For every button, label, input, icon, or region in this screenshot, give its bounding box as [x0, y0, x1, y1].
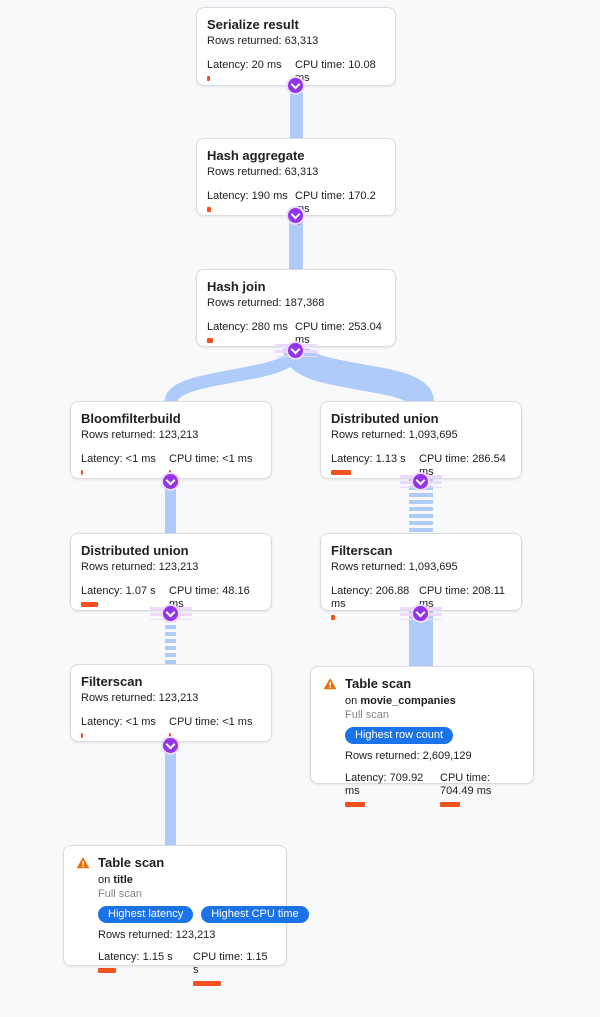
latency-metric: Latency: 1.15 s: [98, 951, 193, 986]
rows-returned: Rows returned: 187,368: [207, 297, 325, 309]
plan-node-serialize-result[interactable]: Serialize result Rows returned: 63,313 L…: [196, 7, 396, 94]
latency-metric: Latency: 190 ms: [207, 190, 295, 225]
plan-node-distributed-union-left[interactable]: Distributed union Rows returned: 123,213…: [70, 533, 272, 620]
highest-row-count-badge: Highest row count: [345, 727, 454, 744]
latency-metric: Latency: 1.13 s: [331, 453, 419, 488]
cpu-metric: CPU time: 1.15 s: [193, 951, 276, 986]
collapse-chevron-hash-join[interactable]: [288, 343, 303, 358]
cpu-metric: CPU time: 170.2 ms: [295, 190, 385, 225]
cpu-bar: [193, 981, 221, 986]
table-name: on title: [98, 874, 133, 886]
node-title: Hash aggregate: [207, 148, 305, 163]
cpu-metric: CPU time: 10.08 ms: [295, 59, 385, 94]
scan-type: Full scan: [98, 888, 143, 900]
node-title: Distributed union: [81, 543, 189, 558]
rows-returned: Rows returned: 123,213: [81, 561, 199, 573]
latency-metric: Latency: <1 ms: [81, 716, 169, 738]
plan-node-distributed-union-right[interactable]: Distributed union Rows returned: 1,093,6…: [320, 401, 522, 488]
collapse-chevron-hash-aggregate[interactable]: [288, 208, 303, 223]
cpu-metric: CPU time: <1 ms: [169, 716, 261, 738]
latency-metric: Latency: 709.92 ms: [345, 772, 440, 807]
latency-bar: [81, 470, 83, 475]
rows-returned: Rows returned: 63,313: [207, 166, 319, 178]
cpu-bar: [169, 733, 171, 738]
collapse-chevron-filterscan-right[interactable]: [413, 606, 428, 621]
latency-bar: [81, 733, 83, 738]
warning-icon: [76, 857, 90, 869]
latency-metric: Latency: 206.88 ms: [331, 585, 419, 620]
latency-bar: [98, 968, 116, 973]
collapse-chevron-distributed-union-left[interactable]: [163, 606, 178, 621]
latency-bar: [207, 207, 211, 212]
cpu-metric: CPU time: <1 ms: [169, 453, 261, 475]
rows-returned: Rows returned: 63,313: [207, 35, 319, 47]
collapse-chevron-filterscan-left[interactable]: [163, 738, 178, 753]
node-title: Serialize result: [207, 17, 299, 32]
plan-node-table-scan-movie-companies[interactable]: Table scan on movie_companies Full scan …: [310, 666, 534, 807]
node-title: Table scan: [98, 855, 165, 870]
latency-metric: Latency: 1.07 s: [81, 585, 169, 620]
scan-type: Full scan: [345, 709, 390, 721]
rows-returned: Rows returned: 123,213: [98, 929, 216, 941]
edge-hash-aggregate-to-hash-join: [289, 214, 303, 270]
cpu-bar: [169, 470, 171, 475]
rows-returned: Rows returned: 123,213: [81, 692, 199, 704]
collapse-chevron-serialize-result[interactable]: [288, 78, 303, 93]
node-title: Filterscan: [331, 543, 393, 558]
highest-latency-badge: Highest latency: [98, 906, 194, 923]
cpu-metric: CPU time: 704.49 ms: [440, 772, 523, 807]
warning-icon: [323, 678, 337, 690]
plan-node-hash-join[interactable]: Hash join Rows returned: 187,368 Latency…: [196, 269, 396, 356]
rows-returned: Rows returned: 2,609,129: [345, 750, 472, 762]
latency-bar: [81, 602, 98, 607]
edge-distributed-union-to-filterscan-left: [165, 611, 176, 665]
latency-bar: [331, 615, 335, 620]
edge-bloomfilterbuild-to-distributed-union: [165, 479, 176, 534]
edge-filterscan-to-table-scan-left: [165, 742, 176, 846]
collapse-chevron-bloomfilterbuild[interactable]: [163, 474, 178, 489]
latency-bar: [207, 338, 213, 343]
rows-returned: Rows returned: 1,093,695: [331, 561, 458, 573]
latency-metric: Latency: 280 ms: [207, 321, 295, 356]
highest-cpu-time-badge: Highest CPU time: [201, 906, 309, 923]
plan-node-filterscan-right[interactable]: Filterscan Rows returned: 1,093,695 Late…: [320, 533, 522, 620]
node-title: Filterscan: [81, 674, 143, 689]
latency-metric: Latency: <1 ms: [81, 453, 169, 475]
latency-bar: [345, 802, 365, 807]
cpu-bar: [440, 802, 460, 807]
plan-node-filterscan-left[interactable]: Filterscan Rows returned: 123,213 Latenc…: [70, 664, 272, 742]
node-title: Distributed union: [331, 411, 439, 426]
latency-bar: [331, 470, 351, 475]
node-title: Table scan: [345, 676, 412, 691]
node-title: Bloomfilterbuild: [81, 411, 181, 426]
rows-returned: Rows returned: 123,213: [81, 429, 199, 441]
collapse-chevron-distributed-union-right[interactable]: [413, 474, 428, 489]
latency-metric: Latency: 20 ms: [207, 59, 295, 94]
table-name: on movie_companies: [345, 695, 456, 707]
plan-node-bloomfilterbuild[interactable]: Bloomfilterbuild Rows returned: 123,213 …: [70, 401, 272, 479]
edge-serialize-to-hash-aggregate: [290, 85, 303, 139]
rows-returned: Rows returned: 1,093,695: [331, 429, 458, 441]
latency-bar: [207, 76, 210, 81]
plan-node-hash-aggregate[interactable]: Hash aggregate Rows returned: 63,313 Lat…: [196, 138, 396, 225]
node-title: Hash join: [207, 279, 266, 294]
plan-node-table-scan-title[interactable]: Table scan on title Full scan Highest la…: [63, 845, 309, 986]
